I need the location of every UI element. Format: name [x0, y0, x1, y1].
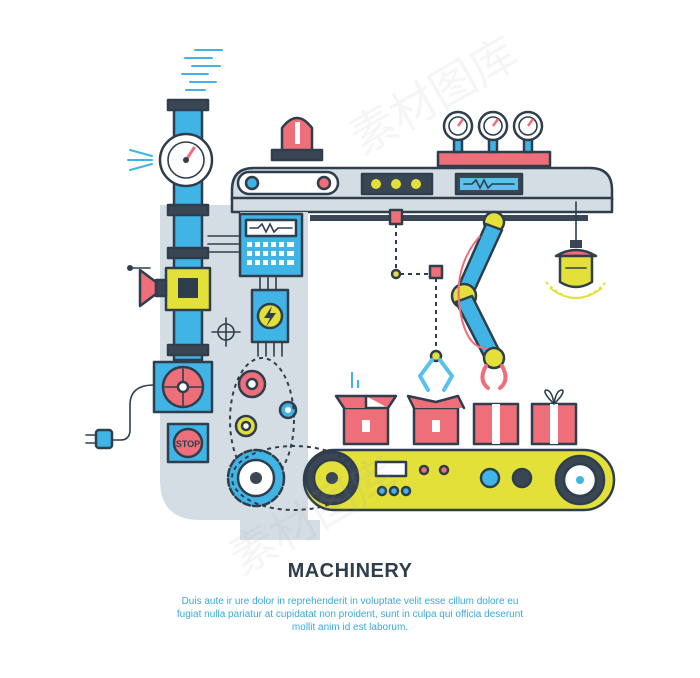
alarm-light-icon [270, 116, 324, 162]
description-line: fugiat nulla pariatur at cupidatat non p… [176, 609, 524, 620]
claw-icon [417, 264, 455, 392]
pressure-gauges [442, 110, 544, 154]
gear-icon [278, 400, 298, 420]
steam-lines [181, 49, 223, 91]
description-line: mollit anim id est laborum. [291, 622, 409, 633]
description: Duis aute ir ure dolor in reprehenderit … [150, 595, 550, 634]
pump-fan [152, 360, 214, 414]
gear-icon [304, 450, 360, 506]
lamp-icon [545, 201, 607, 299]
stop-label: STOP [176, 439, 200, 449]
gear-icon [234, 414, 258, 438]
control-panel [207, 212, 304, 278]
valve-wheel-icon [127, 265, 158, 308]
belt [231, 445, 357, 511]
gift-icon [530, 389, 578, 446]
robot-arm-icon [450, 210, 508, 390]
page-title: MACHINERY [287, 560, 413, 582]
spray-lines [127, 149, 153, 171]
main-conveyor [302, 448, 616, 512]
gear-icon [237, 369, 267, 399]
ceiling-rail [310, 215, 588, 221]
box-icon [334, 372, 398, 446]
box-icon [406, 394, 466, 446]
pressure-gauge-icon [477, 110, 509, 154]
pressure-gauge-icon [158, 132, 214, 188]
stop-button[interactable]: STOP [166, 422, 210, 464]
description-line: Duis aute ir ure dolor in reprehenderit … [181, 596, 519, 607]
pressure-gauge-icon [442, 110, 474, 154]
pressure-gauge-icon [512, 110, 544, 154]
box-icon [472, 402, 520, 446]
plug-icon [85, 384, 155, 450]
lightning-icon [264, 306, 276, 327]
gear-icon [211, 317, 241, 347]
top-belt [236, 170, 524, 196]
gear-icon [226, 448, 286, 508]
electric-box [250, 275, 290, 357]
